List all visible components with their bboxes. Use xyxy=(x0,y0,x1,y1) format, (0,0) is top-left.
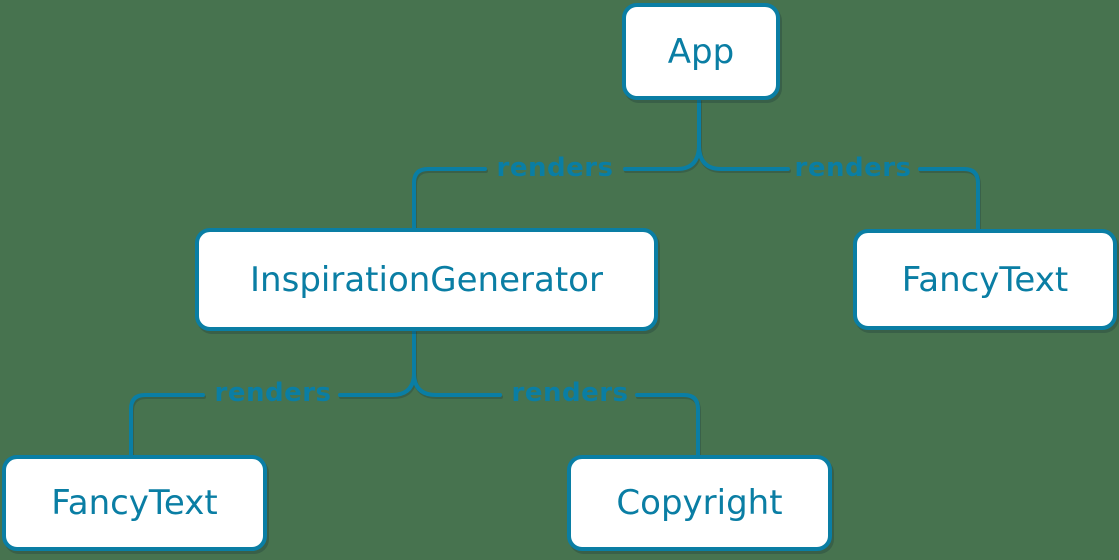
edge-label-renders-app-inspiration: renders xyxy=(496,153,614,183)
node-fancytext-bottom-label: FancyText xyxy=(51,483,218,523)
edge-line-inspiration-left xyxy=(338,371,416,397)
edge-line-to-copyright xyxy=(635,393,700,457)
edge-line-to-fancytext-bottom xyxy=(129,393,205,457)
node-fancytext-top: FancyText xyxy=(853,229,1117,330)
edge-line-inspiration-right xyxy=(412,371,502,397)
node-fancytext-top-label: FancyText xyxy=(901,259,1069,300)
edge-line-app-right xyxy=(697,143,790,171)
edge-label-renders-app-fancytext: renders xyxy=(794,153,912,183)
node-app-label: App xyxy=(667,31,735,72)
edge-line-app-left xyxy=(623,143,701,171)
edge-line-to-inspiration xyxy=(412,167,487,230)
edge-label-renders-inspiration-copyright: renders xyxy=(511,378,629,408)
edge-label-renders-inspiration-fancytext: renders xyxy=(214,378,332,408)
node-inspiration-generator: InspirationGenerator xyxy=(195,228,658,331)
node-fancytext-bottom: FancyText xyxy=(2,455,267,551)
node-inspiration-generator-label: InspirationGenerator xyxy=(250,259,603,300)
node-copyright: Copyright xyxy=(567,455,832,551)
edge-line-to-fancytext-top xyxy=(918,167,980,231)
node-copyright-label: Copyright xyxy=(616,483,783,523)
node-app: App xyxy=(622,3,780,100)
